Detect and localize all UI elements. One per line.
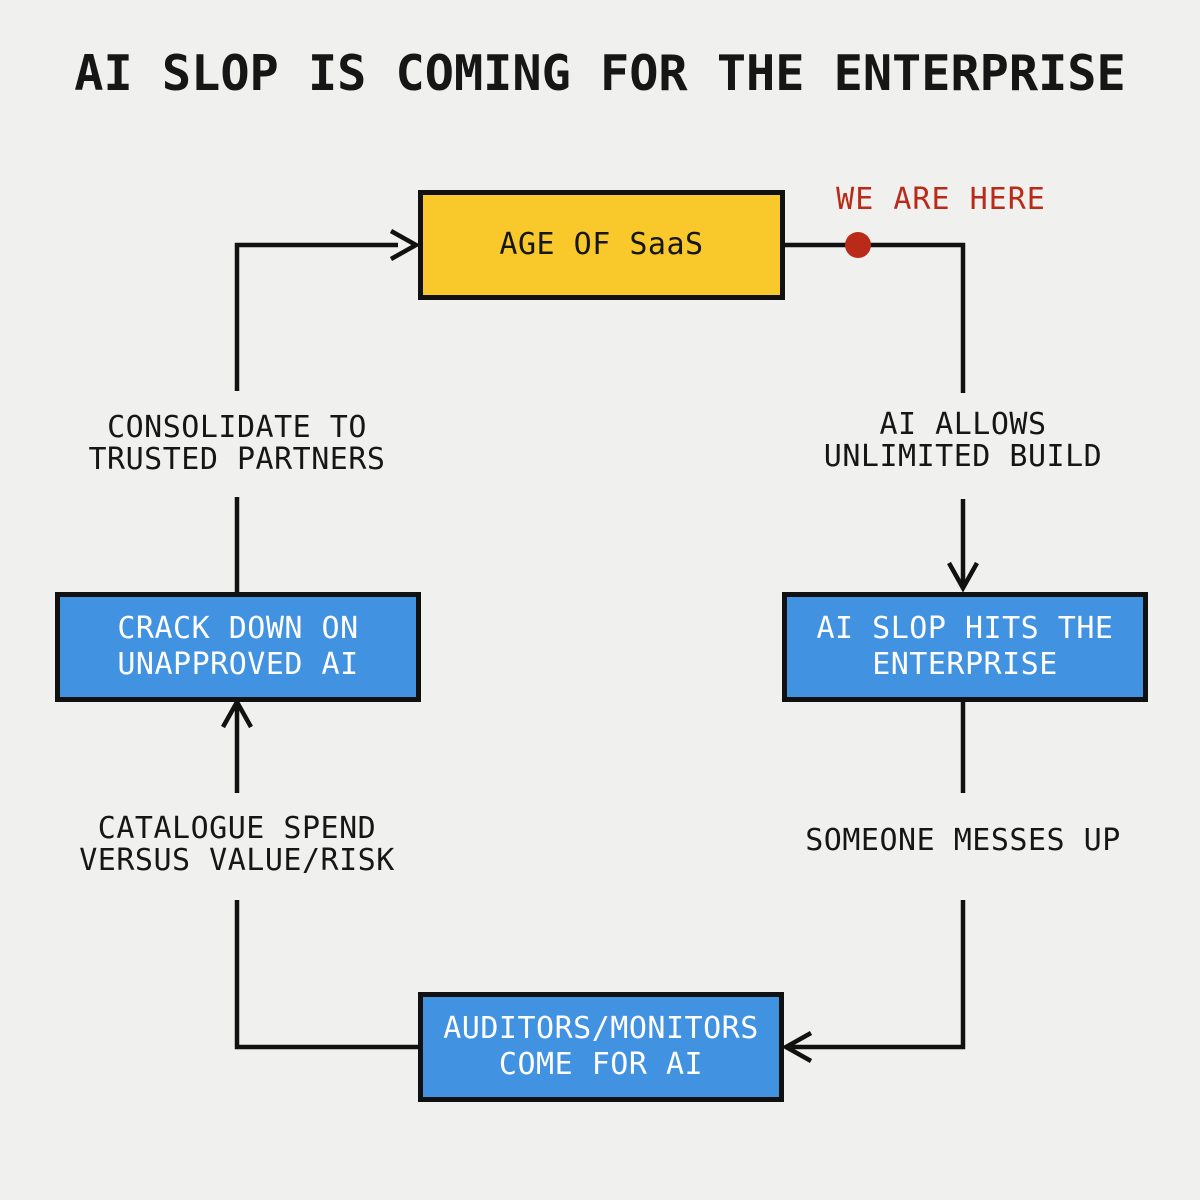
node-ai-slop-hits-the-enterprise: AI SLOP HITS THE ENTERPRISE xyxy=(782,592,1148,702)
edge-ai-allows-segment-upper xyxy=(785,242,966,393)
arrow-right-icon xyxy=(389,229,421,261)
edge-someone-segment-lower xyxy=(791,900,966,1050)
node-label-line: COME FOR AI xyxy=(498,1047,704,1082)
edge-catalogue-segment-lower xyxy=(234,900,418,1050)
node-label-line: UNAPPROVED AI xyxy=(117,647,359,682)
arrow-down-icon xyxy=(947,561,979,593)
edge-label-line: AI ALLOWS xyxy=(879,407,1047,442)
edge-label-line: UNLIMITED BUILD xyxy=(823,439,1103,474)
edge-consolidate-segment-upper xyxy=(234,242,398,391)
page-title: AI SLOP IS COMING FOR THE ENTERPRISE xyxy=(74,45,1126,102)
node-auditors-monitors-come-for-ai: AUDITORS/MONITORS COME FOR AI xyxy=(418,992,784,1102)
node-label-line: AUDITORS/MONITORS xyxy=(443,1011,759,1046)
arrow-up-icon xyxy=(221,697,253,729)
edge-label-line: CATALOGUE SPEND xyxy=(97,811,377,846)
edge-label-consolidate-to-trusted-partners: CONSOLIDATE TO TRUSTED PARTNERS xyxy=(42,412,432,476)
node-label-line: CRACK DOWN ON xyxy=(117,611,359,646)
node-crack-down-on-unapproved-ai: CRACK DOWN ON UNAPPROVED AI xyxy=(55,592,421,702)
edge-label-line: SOMEONE MESSES UP xyxy=(805,823,1121,858)
edge-label-ai-allows-unlimited-build: AI ALLOWS UNLIMITED BUILD xyxy=(768,409,1158,473)
edge-label-line: CONSOLIDATE TO xyxy=(107,410,367,445)
edge-label-someone-messes-up: SOMEONE MESSES UP xyxy=(768,825,1158,857)
edge-label-line: VERSUS VALUE/RISK xyxy=(79,843,395,878)
node-label-line: AGE OF SaaS xyxy=(499,227,704,262)
node-label-line: AI SLOP HITS THE xyxy=(816,611,1114,646)
we-are-here-label: WE ARE HERE xyxy=(836,182,1046,217)
we-are-here-dot xyxy=(845,232,871,258)
node-label-line: ENTERPRISE xyxy=(872,647,1058,682)
edge-label-catalogue-spend-versus-value-risk: CATALOGUE SPEND VERSUS VALUE/RISK xyxy=(42,813,432,877)
edge-label-line: TRUSTED PARTNERS xyxy=(88,442,386,477)
arrow-left-icon xyxy=(781,1031,813,1063)
node-age-of-saas: AGE OF SaaS xyxy=(418,190,785,300)
